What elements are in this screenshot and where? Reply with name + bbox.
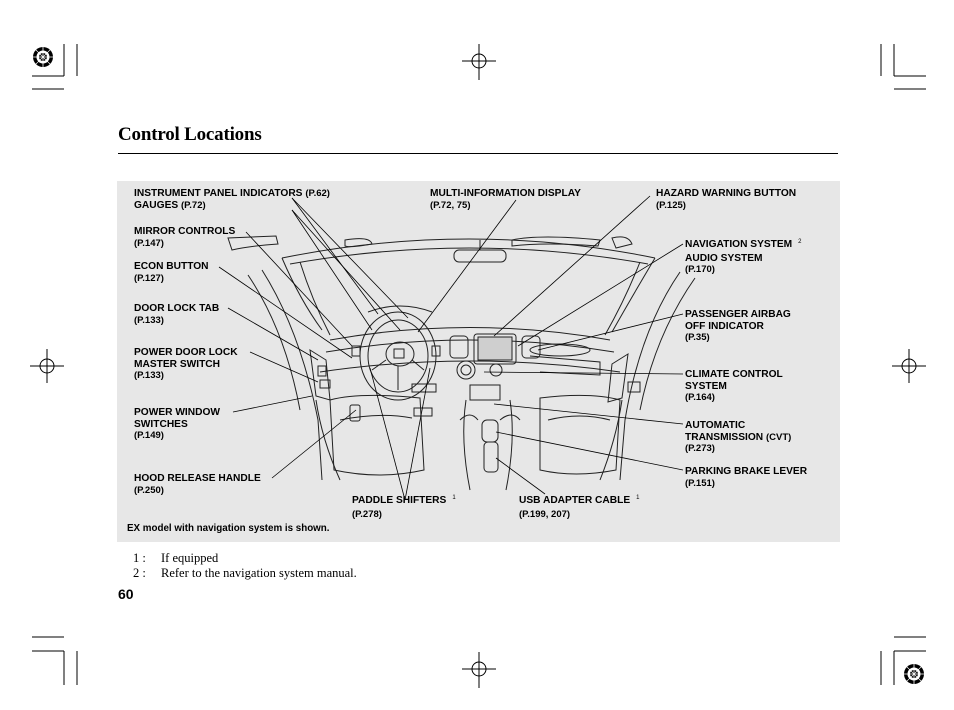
label-text: USB ADAPTER CABLE <box>519 495 631 506</box>
label-navigation-system: NAVIGATION SYSTEM 2 AUDIO SYSTEM (P.170) <box>685 239 802 276</box>
label-text: AUDIO SYSTEM <box>685 252 763 264</box>
page-ref: (P.125) <box>656 199 686 211</box>
label-mirror-controls: MIRROR CONTROLS (P.147) <box>134 226 235 249</box>
title-rule <box>118 153 838 154</box>
footnote-text: If equipped <box>161 551 219 565</box>
registration-target-icon <box>902 662 926 686</box>
label-text: HOOD RELEASE HANDLE <box>134 473 261 484</box>
footnote-marker: 1 <box>452 495 456 501</box>
label-paddle-shifters: PADDLE SHIFTERS 1 (P.278) <box>352 495 456 520</box>
page-number: 60 <box>118 586 134 602</box>
page-ref: (P.72) <box>181 199 206 211</box>
label-power-window: POWER WINDOW SWITCHES (P.149) <box>134 407 220 442</box>
footnote-key: 2 : <box>133 566 146 580</box>
registration-target-icon <box>31 45 55 69</box>
label-text: OFF INDICATOR <box>685 320 764 332</box>
label-text: MULTI-INFORMATION DISPLAY <box>430 188 581 199</box>
footnote-marker: 1 <box>636 495 640 501</box>
label-parking-brake: PARKING BRAKE LEVER (P.151) <box>685 466 807 489</box>
label-text: DOOR LOCK TAB <box>134 303 220 314</box>
label-instrument-panel: INSTRUMENT PANEL INDICATORS (P.62) GAUGE… <box>134 188 330 211</box>
label-text: PARKING BRAKE LEVER <box>685 466 808 477</box>
label-text: POWER WINDOW <box>134 407 221 418</box>
label-text: HAZARD WARNING BUTTON <box>656 188 797 199</box>
footnote-marker: 2 <box>798 239 802 245</box>
label-text: PADDLE SHIFTERS <box>352 495 447 506</box>
label-text: ECON BUTTON <box>134 261 209 272</box>
label-econ-button: ECON BUTTON (P.127) <box>134 261 209 284</box>
page-ref: (P.273) <box>685 443 715 454</box>
label-climate-control: CLIMATE CONTROL SYSTEM (P.164) <box>685 369 783 404</box>
label-text: MASTER SWITCH <box>134 358 221 370</box>
footnote-text: Refer to the navigation system manual. <box>161 566 357 580</box>
page-ref: (P.133) <box>134 370 164 381</box>
label-text: SYSTEM <box>685 380 727 392</box>
label-text: AUTOMATIC <box>685 420 746 431</box>
label-automatic-transmission: AUTOMATIC TRANSMISSION (CVT) (P.273) <box>685 420 791 455</box>
page-ref: (P.147) <box>134 237 164 249</box>
page-ref: (P.72, 75) <box>430 199 471 211</box>
illustration-caption: EX model with navigation system is shown… <box>127 523 330 534</box>
page-ref: (P.127) <box>134 272 164 284</box>
footnote: 2 : Refer to the navigation system manual… <box>133 566 357 581</box>
label-text: POWER DOOR LOCK <box>134 347 238 358</box>
page-ref: (P.170) <box>685 264 715 275</box>
label-text: NAVIGATION SYSTEM <box>685 239 793 250</box>
label-usb-adapter: USB ADAPTER CABLE 1 (P.199, 207) <box>519 495 639 520</box>
label-hood-release: HOOD RELEASE HANDLE (P.250) <box>134 473 261 496</box>
label-text: INSTRUMENT PANEL INDICATORS <box>134 188 303 199</box>
label-door-lock-tab: DOOR LOCK TAB (P.133) <box>134 303 219 326</box>
label-text: MIRROR CONTROLS <box>134 226 236 237</box>
label-passenger-airbag: PASSENGER AIRBAG OFF INDICATOR (P.35) <box>685 309 791 344</box>
label-text: PASSENGER AIRBAG <box>685 309 791 320</box>
page-ref: (P.35) <box>685 332 710 343</box>
page-ref: (P.250) <box>134 484 164 496</box>
page-ref: (P.151) <box>685 477 715 489</box>
footnote-key: 1 : <box>133 551 146 565</box>
label-power-door-lock: POWER DOOR LOCK MASTER SWITCH (P.133) <box>134 347 238 382</box>
page-ref: (P.199, 207) <box>519 508 571 520</box>
page-title: Control Locations <box>118 124 262 145</box>
label-text: CLIMATE CONTROL <box>685 369 783 380</box>
page-ref: (CVT) <box>765 431 792 443</box>
page-ref: (P.133) <box>134 314 164 326</box>
page-ref: (P.164) <box>685 392 715 403</box>
label-text: TRANSMISSION <box>685 431 764 443</box>
label-text: SWITCHES <box>134 418 188 430</box>
page-ref: (P.149) <box>134 430 164 441</box>
label-text: GAUGES <box>134 199 179 211</box>
label-hazard-warning: HAZARD WARNING BUTTON (P.125) <box>656 188 796 211</box>
label-multi-info-display: MULTI-INFORMATION DISPLAY (P.72, 75) <box>430 188 581 211</box>
footnote: 1 : If equipped <box>133 551 218 566</box>
page-ref: (P.278) <box>352 508 382 520</box>
page-ref: (P.62) <box>305 188 330 199</box>
